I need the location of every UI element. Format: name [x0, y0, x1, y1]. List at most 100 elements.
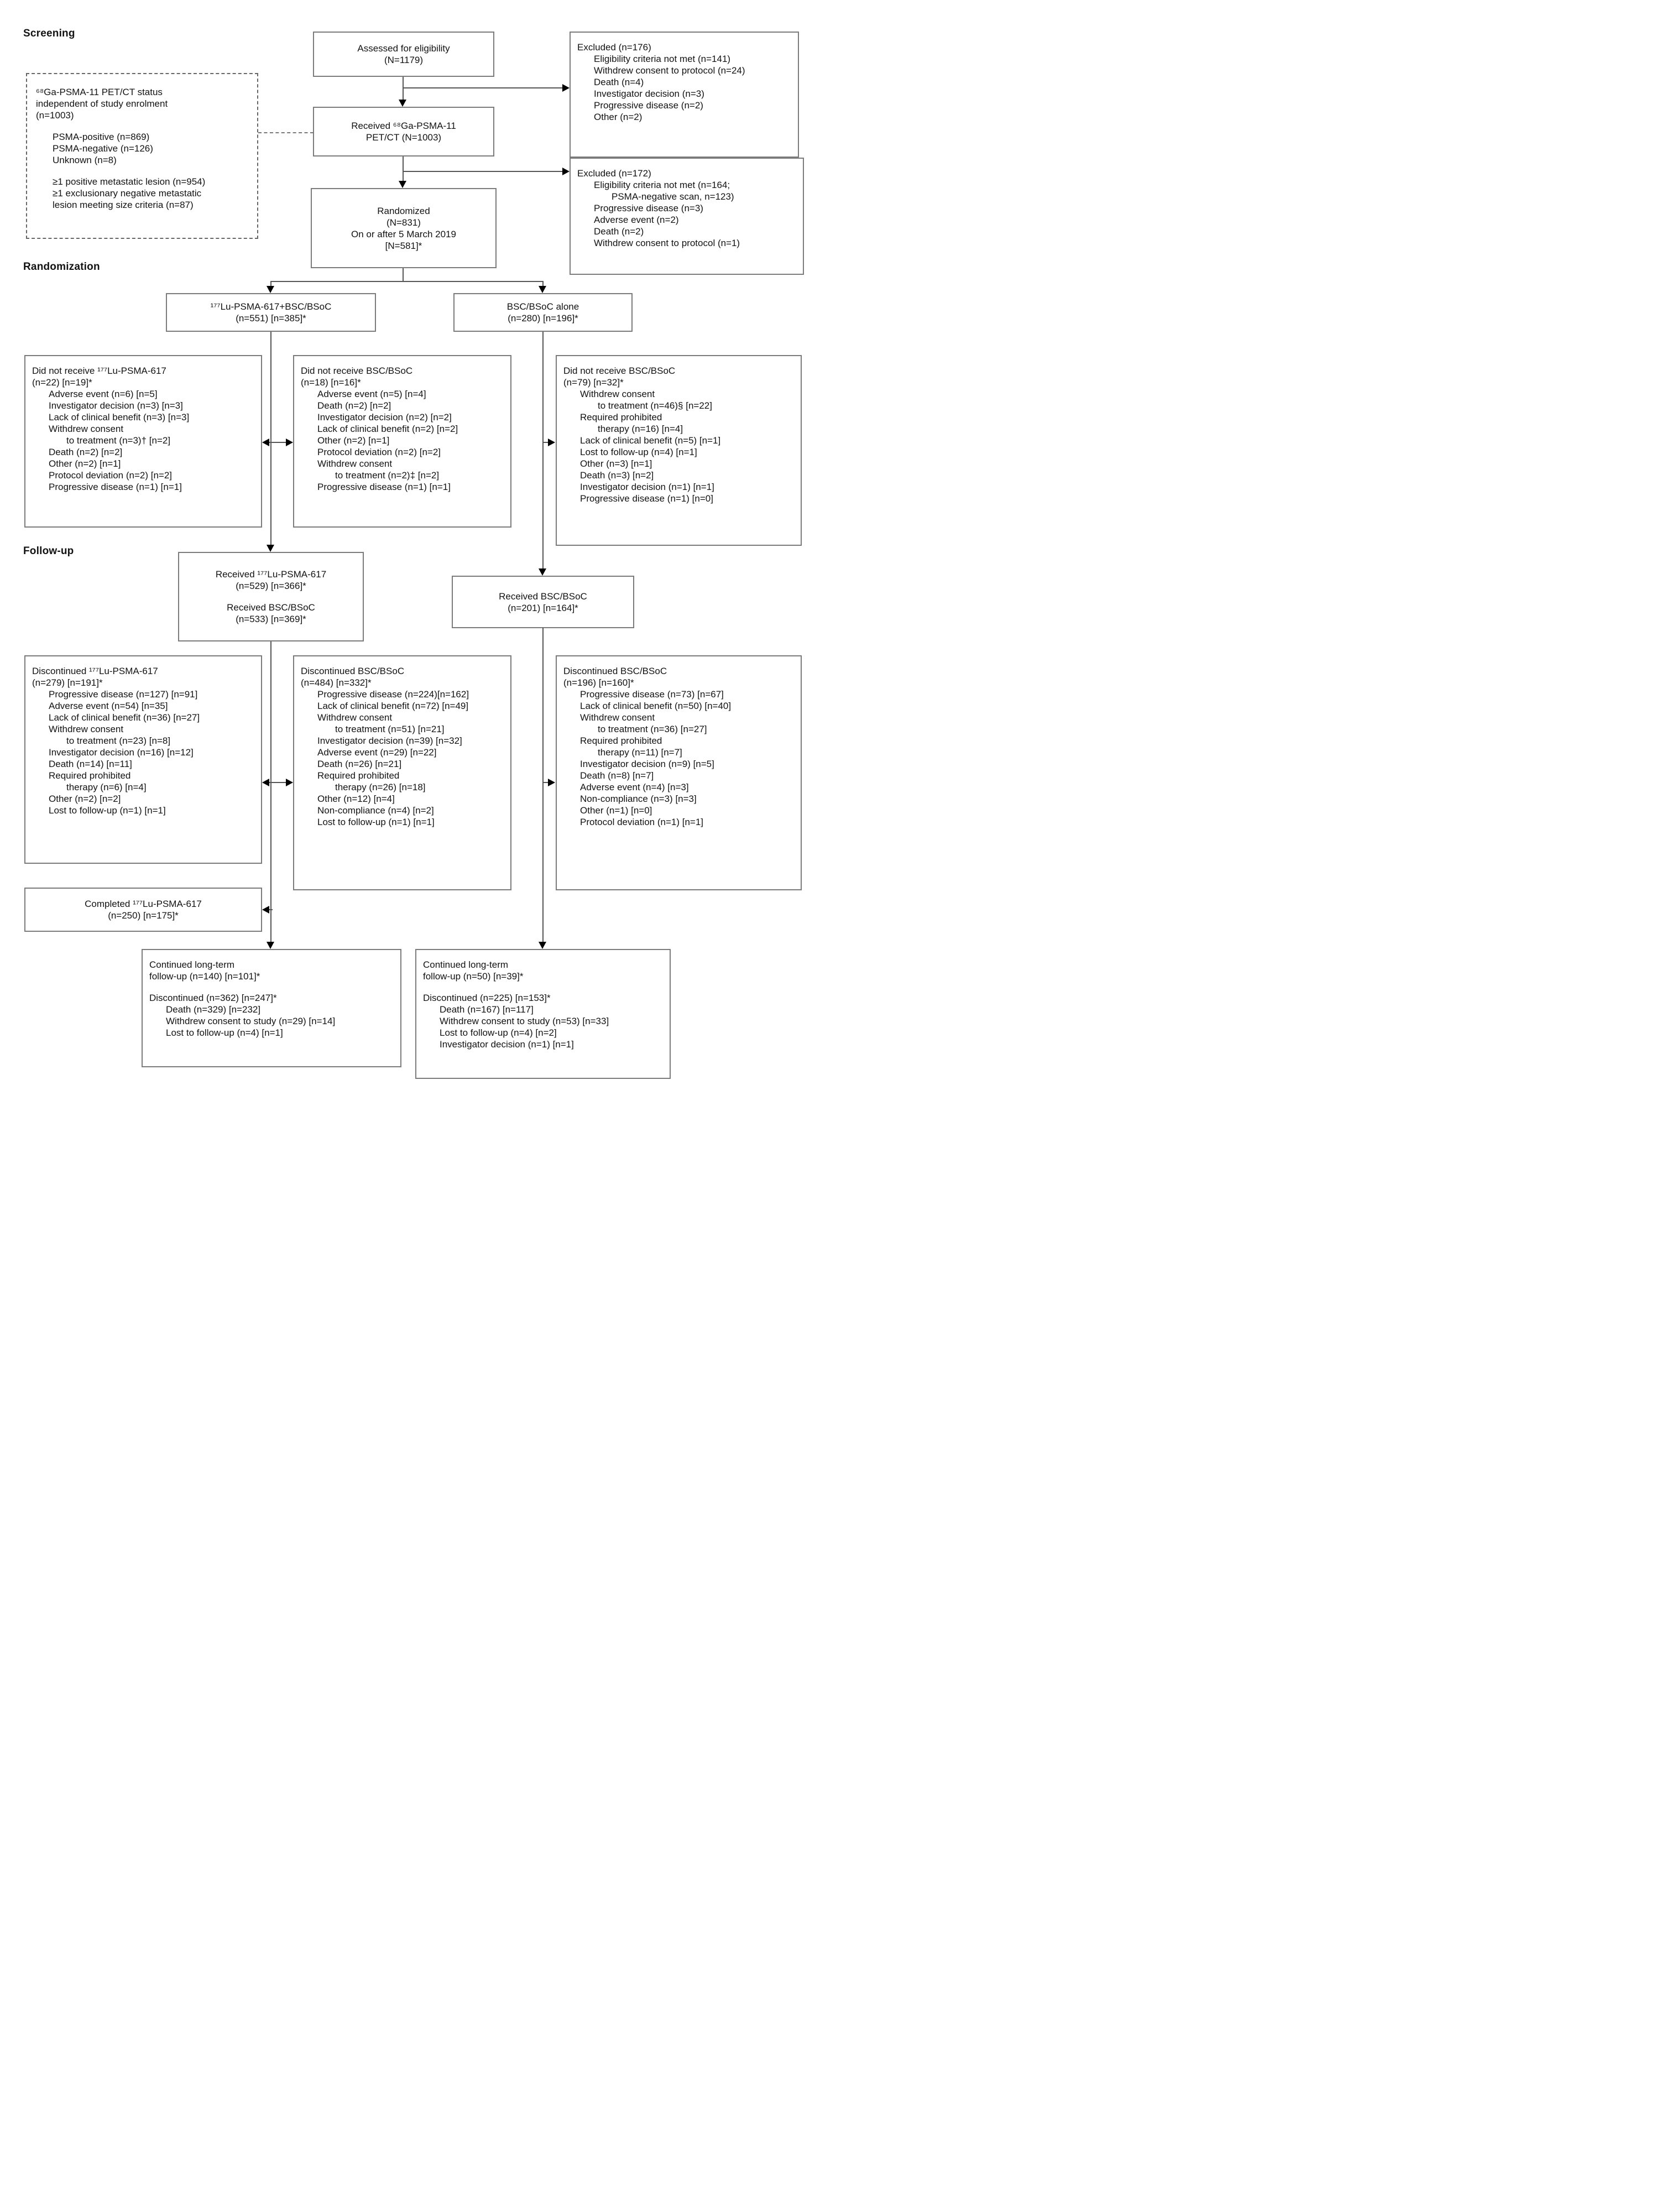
- text-line: (n=484) [n=332]*: [301, 677, 372, 688]
- arrowhead-down-icon: [267, 545, 274, 552]
- text-line: lesion meeting size criteria (n=87): [53, 200, 194, 210]
- arrowhead-right-icon: [286, 439, 293, 446]
- text-line: Excluded (n=172): [577, 168, 651, 179]
- box-arm-lu-psma-bsc: ¹⁷⁷Lu-PSMA-617+BSC/BSoC(n=551) [n=385]*: [166, 293, 376, 332]
- text-line: Death (n=3) [n=2]: [580, 470, 654, 481]
- text-line: (n=18) [n=16]*: [301, 377, 361, 388]
- box-assessed-for-eligibility: Assessed for eligibility(N=1179): [313, 32, 494, 77]
- text-line: Lack of clinical benefit (n=3) [n=3]: [49, 412, 190, 422]
- connector-arm-lu-to-received: [270, 332, 271, 545]
- box-did-not-receive-bsc-mid: Did not receive BSC/BSoC(n=18) [n=16]*Ad…: [293, 355, 511, 528]
- text-line: Lost to follow-up (n=4) [n=2]: [440, 1027, 557, 1038]
- text-line: Investigator decision (n=39) [n=32]: [317, 735, 462, 746]
- text-line: to treatment (n=51) [n=21]: [335, 724, 445, 734]
- connector-petct-to-randomized: [403, 156, 404, 181]
- box-discontinued-bsc-right: Discontinued BSC/BSoC(n=196) [n=160]*Pro…: [556, 655, 802, 890]
- text-line: (n=201) [n=164]*: [508, 602, 578, 613]
- text-line: therapy (n=26) [n=18]: [335, 782, 426, 792]
- connector-disc-double-arrow: [266, 782, 290, 783]
- text-line: PET/CT (N=1003): [365, 132, 442, 143]
- text-line: Assessed for eligibility: [357, 43, 450, 54]
- box-did-not-receive-bsc-right: Did not receive BSC/BSoC(n=79) [n=32]*Wi…: [556, 355, 802, 546]
- text-line: Death (n=26) [n=21]: [317, 759, 402, 769]
- text-line: Adverse event (n=54) [n=35]: [49, 701, 168, 711]
- arrowhead-down-icon: [539, 568, 546, 576]
- connector-to-completed: [268, 909, 273, 910]
- arrowhead-down-icon: [267, 942, 274, 949]
- text-line: (n=1003): [36, 110, 74, 121]
- arrowhead-down-icon: [539, 286, 546, 293]
- text-line: Death (n=2): [594, 226, 644, 237]
- text-line: Withdrew consent to protocol (n=1): [594, 238, 740, 248]
- text-line: Completed ¹⁷⁷Lu-PSMA-617: [85, 899, 202, 909]
- connector-to-disc-right: [543, 782, 549, 783]
- text-line: Discontinued (n=362) [n=247]*: [149, 993, 277, 1003]
- text-line: ≥1 exclusionary negative metastatic: [53, 188, 202, 199]
- arrowhead-left-icon: [262, 779, 269, 786]
- box-received-lu: Received ¹⁷⁷Lu-PSMA-617(n=529) [n=366]*R…: [178, 552, 364, 641]
- box-randomized: Randomized(N=831)On or after 5 March 201…: [311, 188, 497, 268]
- arrowhead-right-icon: [548, 439, 555, 446]
- text-line: (n=22) [n=19]*: [32, 377, 92, 388]
- arrowhead-right-icon: [562, 84, 570, 92]
- text-line: Required prohibited: [580, 735, 662, 746]
- text-line: (N=1179): [384, 55, 424, 65]
- text-line: Other (n=3) [n=1]: [580, 458, 652, 469]
- text-line: follow-up (n=50) [n=39]*: [423, 971, 524, 982]
- text-line: Did not receive BSC/BSoC: [563, 366, 676, 376]
- text-line: follow-up (n=140) [n=101]*: [149, 971, 260, 982]
- text-line: Discontinued (n=225) [n=153]*: [423, 993, 551, 1003]
- text-line: Withdrew consent to study (n=53) [n=33]: [440, 1016, 609, 1026]
- connector-dashed-note-to-petct: [258, 132, 314, 133]
- text-line: Progressive disease (n=1) [n=1]: [49, 482, 182, 492]
- connector-to-dnr-right: [543, 442, 549, 443]
- connector-received-lu-to-longterm: [270, 641, 271, 942]
- text-line: Lost to follow-up (n=4) [n=1]: [166, 1027, 283, 1038]
- box-excluded-172: Excluded (n=172)Eligibility criteria not…: [570, 158, 804, 275]
- text-line: Adverse event (n=2): [594, 215, 679, 225]
- text-line: Investigator decision (n=1) [n=1]: [580, 482, 714, 492]
- text-line: Eligibility criteria not met (n=164;: [594, 180, 730, 190]
- text-line: Withdrew consent to study (n=29) [n=14]: [166, 1016, 336, 1026]
- text-line: therapy (n=16) [n=4]: [598, 424, 683, 434]
- connector-to-excluded-176: [403, 87, 563, 88]
- consort-flow-diagram: Screening Randomization Follow-up ⁶⁸Ga-P…: [0, 0, 830, 1106]
- connector-randomized-stem: [403, 268, 404, 282]
- connector-assessed-to-petct: [403, 77, 404, 100]
- text-line: Continued long-term: [149, 959, 235, 970]
- arrowhead-down-icon: [399, 181, 406, 188]
- arrowhead-down-icon: [267, 286, 274, 293]
- box-arm-bsc-alone: BSC/BSoC alone(n=280) [n=196]*: [453, 293, 633, 332]
- text-line: Required prohibited: [580, 412, 662, 422]
- text-line: Progressive disease (n=127) [n=91]: [49, 689, 198, 700]
- text-line: Adverse event (n=5) [n=4]: [317, 389, 426, 399]
- text-line: Other (n=12) [n=4]: [317, 794, 395, 804]
- text-line: Death (n=329) [n=232]: [166, 1004, 261, 1015]
- text-line: Randomized: [377, 205, 430, 216]
- text-line: Adverse event (n=4) [n=3]: [580, 782, 689, 792]
- section-heading-followup: Follow-up: [23, 545, 74, 557]
- text-line: Death (n=4): [594, 77, 644, 87]
- text-line: Progressive disease (n=224)[n=162]: [317, 689, 469, 700]
- connector-dnr-double-arrow: [266, 442, 290, 443]
- text-line: PSMA-positive (n=869): [53, 132, 150, 142]
- arrowhead-left-icon: [262, 439, 269, 446]
- box-discontinued-lu: Discontinued ¹⁷⁷Lu-PSMA-617(n=279) [n=19…: [24, 655, 262, 864]
- connector-to-excluded-172: [403, 171, 563, 172]
- arrowhead-down-icon: [399, 100, 406, 107]
- arrowhead-down-icon: [539, 942, 546, 949]
- text-line: Investigator decision (n=16) [n=12]: [49, 747, 194, 758]
- text-line: Unknown (n=8): [53, 155, 117, 165]
- text-line: Investigator decision (n=3): [594, 88, 704, 99]
- text-line: Progressive disease (n=1) [n=1]: [317, 482, 451, 492]
- text-line: Continued long-term: [423, 959, 509, 970]
- box-excluded-176: Excluded (n=176)Eligibility criteria not…: [570, 32, 799, 158]
- text-line: Death (n=2) [n=2]: [49, 447, 123, 457]
- text-line: Lack of clinical benefit (n=50) [n=40]: [580, 701, 732, 711]
- text-line: Discontinued ¹⁷⁷Lu-PSMA-617: [32, 666, 158, 676]
- text-line: Required prohibited: [49, 770, 131, 781]
- text-line: Lack of clinical benefit (n=72) [n=49]: [317, 701, 469, 711]
- text-line: Lack of clinical benefit (n=2) [n=2]: [317, 424, 458, 434]
